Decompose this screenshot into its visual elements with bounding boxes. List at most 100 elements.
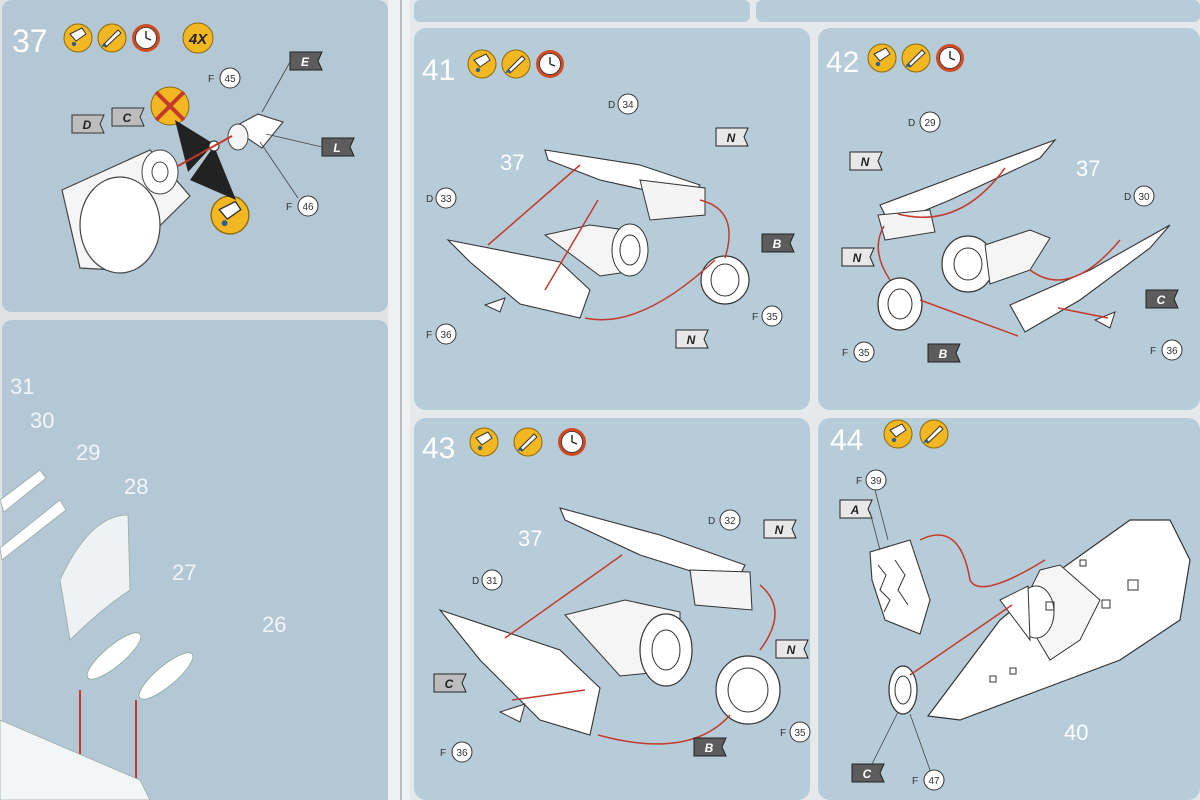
svg-text:37: 37 — [1076, 156, 1100, 181]
part-callout: F 39 — [856, 469, 887, 491]
flag-label: N — [763, 519, 797, 539]
svg-text:E: E — [301, 55, 310, 69]
svg-text:33: 33 — [440, 194, 452, 205]
multiplier-badge: 4X — [182, 22, 214, 54]
engine-fan — [639, 613, 693, 687]
svg-text:L: L — [333, 141, 340, 155]
svg-text:D: D — [426, 194, 433, 205]
flag-label: A — [839, 499, 873, 519]
svg-text:F: F — [780, 728, 786, 739]
svg-text:31: 31 — [10, 374, 34, 399]
svg-text:35: 35 — [766, 312, 778, 323]
svg-text:F: F — [440, 748, 446, 759]
svg-text:C: C — [1157, 293, 1166, 307]
svg-text:N: N — [687, 333, 696, 347]
svg-text:35: 35 — [858, 348, 870, 359]
step-43: 43 37 D 32 D 31 F 35 — [422, 427, 811, 763]
svg-text:F: F — [286, 202, 292, 213]
svg-text:F: F — [1150, 346, 1156, 357]
glue-tube-icon — [467, 49, 497, 79]
exhaust-ring — [888, 665, 918, 715]
flag-label: B — [761, 233, 795, 253]
svg-text:30: 30 — [30, 408, 54, 433]
flag-label: B — [927, 343, 961, 363]
step-38-panel — [2, 320, 388, 800]
svg-text:F: F — [912, 776, 918, 787]
svg-text:F: F — [208, 74, 214, 85]
step-number: 43 — [422, 432, 455, 465]
svg-text:F: F — [842, 348, 848, 359]
glue-tube-icon — [867, 43, 897, 73]
glue-tube-icon — [883, 419, 913, 449]
part-callout: F 45 — [208, 67, 241, 89]
svg-text:C: C — [445, 677, 454, 691]
step-44: 44 40 F 39 F 47 A — [830, 419, 1191, 791]
svg-text:D: D — [1124, 192, 1131, 203]
part-callout: D 32 — [708, 509, 741, 531]
step-41: 41 37 D 34 D 33 F 36 — [422, 49, 795, 349]
paint-brush-icon — [901, 43, 931, 73]
paint-brush-icon — [97, 23, 127, 53]
svg-text:32: 32 — [724, 516, 736, 527]
svg-text:D: D — [83, 118, 92, 132]
clock-icon — [535, 49, 565, 79]
step-number: 37 — [12, 23, 48, 59]
flag-label: C — [433, 673, 467, 693]
glue-tube-icon — [63, 23, 93, 53]
svg-text:N: N — [853, 251, 862, 265]
cowling-bottom-half — [446, 239, 591, 319]
svg-text:46: 46 — [302, 202, 314, 213]
part-callout: F 36 — [1150, 339, 1183, 361]
svg-text:29: 29 — [924, 118, 936, 129]
svg-text:4X: 4X — [188, 31, 208, 48]
svg-text:36: 36 — [1166, 346, 1178, 357]
flag-label: N — [775, 639, 809, 659]
paint-brush-icon — [919, 419, 949, 449]
svg-text:B: B — [705, 741, 714, 755]
engine-fan-drawing — [61, 149, 191, 274]
svg-text:D: D — [708, 516, 715, 527]
svg-text:27: 27 — [172, 560, 196, 585]
svg-text:26: 26 — [262, 612, 286, 637]
part-callout: D 33 — [426, 187, 457, 209]
left-page — [0, 0, 392, 800]
step-37: 37 4X F 45 — [12, 22, 355, 274]
step-42-panel — [818, 28, 1200, 410]
svg-text:37: 37 — [500, 150, 524, 175]
svg-text:B: B — [939, 347, 948, 361]
flag-label: C — [851, 763, 885, 783]
part-callout: D 30 — [1124, 185, 1155, 207]
svg-text:C: C — [123, 111, 132, 125]
intake-ring — [877, 277, 923, 331]
svg-text:36: 36 — [440, 330, 452, 341]
glue-tube-icon — [210, 195, 250, 235]
svg-text:C: C — [863, 767, 872, 781]
no-glue-icon — [150, 86, 190, 126]
svg-text:47: 47 — [928, 776, 940, 787]
svg-text:D: D — [908, 118, 915, 129]
flag-label: B — [693, 737, 727, 757]
glue-tube-icon — [469, 427, 499, 457]
svg-text:31: 31 — [486, 576, 498, 587]
flag-label: C — [111, 107, 145, 127]
part-callout: D 29 — [908, 111, 941, 133]
flag-label: L — [321, 137, 355, 157]
svg-text:29: 29 — [76, 440, 100, 465]
intake-ring — [700, 255, 750, 305]
svg-text:B: B — [773, 237, 782, 251]
flag-label: D — [71, 114, 105, 134]
svg-text:45: 45 — [224, 74, 236, 85]
spinner-cone-drawing — [227, 113, 285, 151]
step-number: 44 — [830, 424, 863, 457]
flag-label: N — [849, 151, 883, 171]
svg-text:A: A — [850, 503, 860, 517]
part-callout: F 47 — [912, 769, 945, 791]
svg-text:36: 36 — [456, 748, 468, 759]
flag-label: N — [715, 127, 749, 147]
clock-icon — [557, 427, 587, 457]
step-41-panel — [414, 28, 810, 410]
part-callout: F 36 — [440, 741, 473, 763]
svg-text:N: N — [775, 523, 784, 537]
paint-brush-icon — [513, 427, 543, 457]
